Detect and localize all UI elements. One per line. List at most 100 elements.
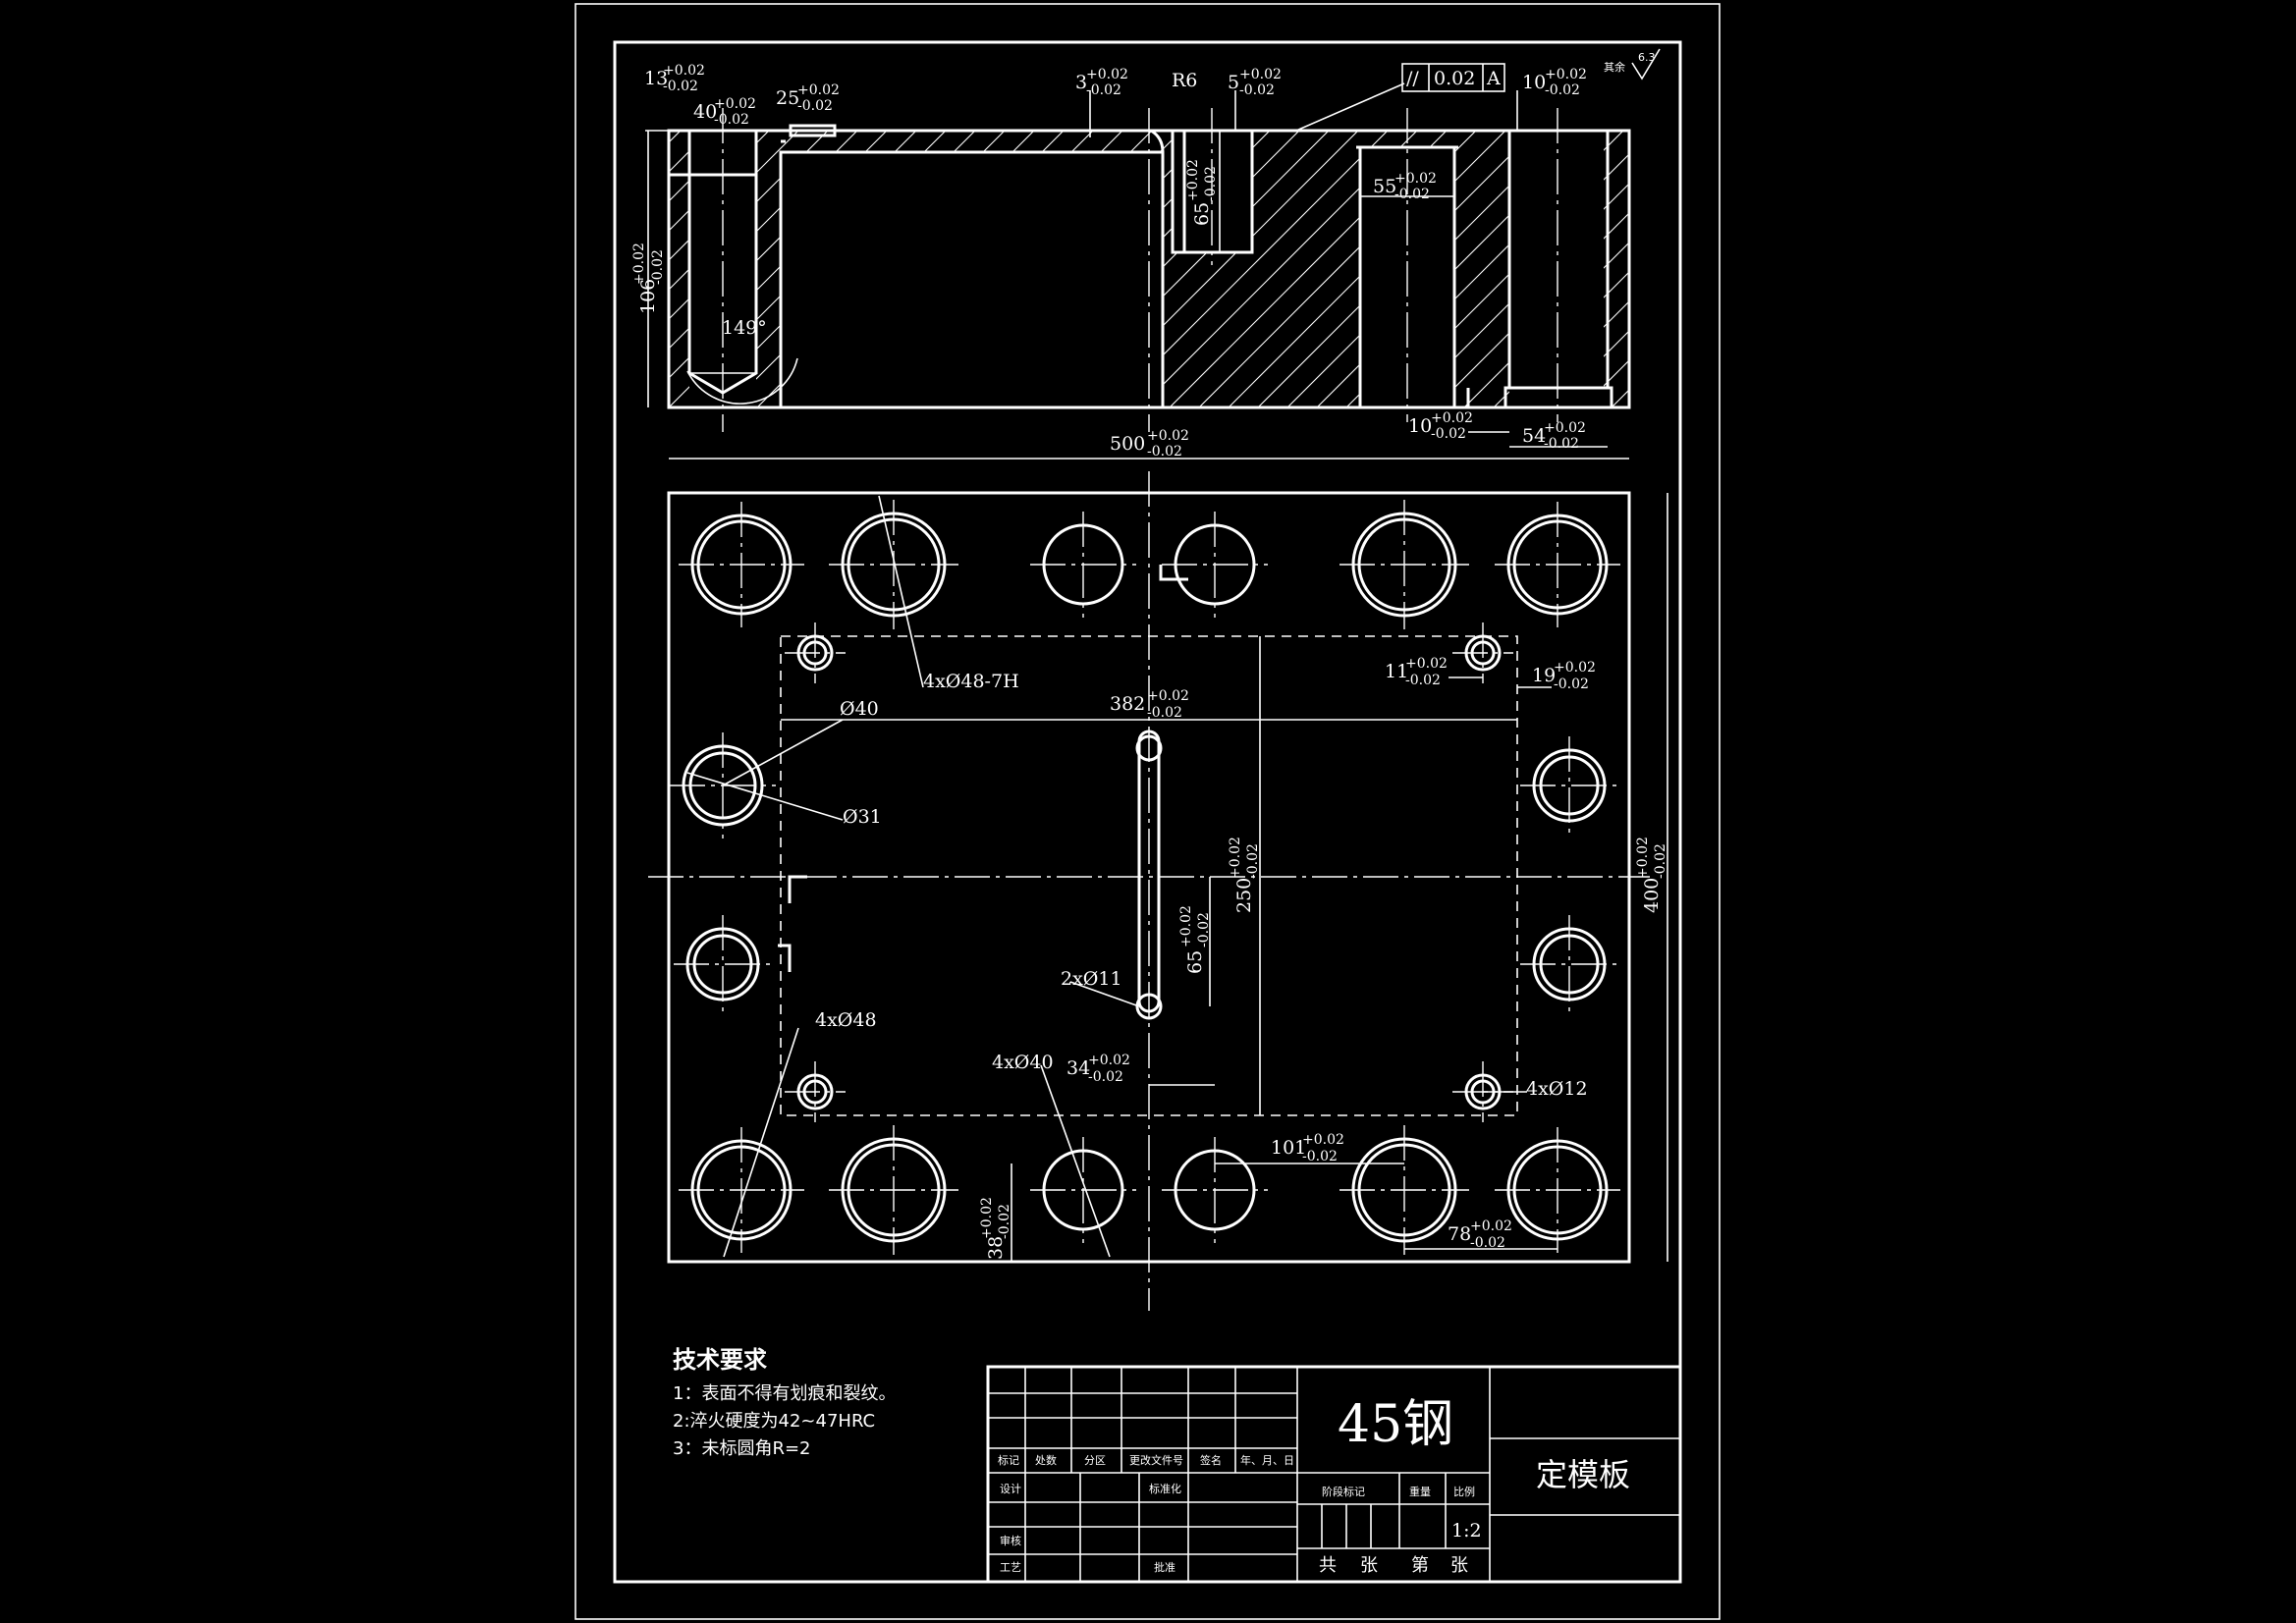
tech-item-3: 3：未标圆角R=2 (673, 1438, 811, 1459)
dim-25-tol-lo: -0.02 (797, 98, 833, 114)
dim-r6: R6 (1172, 70, 1197, 91)
dim-40-tol-up: +0.02 (714, 96, 756, 112)
roughness-icon (1631, 48, 1661, 81)
dim-11: 11 (1385, 661, 1408, 682)
tb-header-sign: 签名 (1200, 1453, 1222, 1467)
dim-13-tol-up: +0.02 (663, 63, 705, 79)
callout-11: 2xØ11 (1061, 968, 1122, 990)
hatch-line (1847, 131, 2124, 407)
dim-78-tol-lo: -0.02 (1470, 1235, 1505, 1251)
hatch-line (1759, 131, 2036, 407)
dim-400-tol-lo: -0.02 (1653, 843, 1668, 879)
dim-500: 500 (1110, 433, 1145, 455)
tb-sheet-num: 第 (1411, 1555, 1429, 1576)
callout-d40: Ø40 (840, 698, 879, 720)
sheet-outer-border (574, 3, 1721, 1620)
tb-row-review: 审核 (1000, 1534, 1021, 1547)
hatch-line (1729, 131, 2006, 407)
leader-40b (1040, 1064, 1111, 1258)
plan-dim-texts: 4xØ48-7H Ø40 Ø31 4xØ48 4xØ40 2xØ11 4xØ12… (815, 656, 1668, 1260)
tb-grid (988, 1367, 1297, 1582)
pocket-r6 (1150, 129, 1165, 153)
dim-65-plan-tol-lo: -0.02 (1196, 912, 1212, 947)
hatch-line (1936, 131, 2213, 407)
dim-382-tol-up: +0.02 (1147, 688, 1189, 704)
part-name: 定模板 (1536, 1456, 1630, 1493)
callout-48-7h: 4xØ48-7H (923, 671, 1019, 692)
slot-hole-top (1135, 734, 1163, 762)
dim-19: 19 (1532, 665, 1556, 686)
dim-382: 382 (1110, 693, 1145, 715)
dim-382-tol-lo: -0.02 (1147, 705, 1182, 721)
dim-250-tol-lo: -0.02 (1245, 843, 1261, 879)
dim-55-tol-up: +0.02 (1394, 171, 1437, 187)
leader-48 (723, 1027, 799, 1258)
dim-10-tol-up: +0.02 (1545, 67, 1587, 82)
dim-78: 78 (1448, 1223, 1471, 1245)
dim-400: 400 (1641, 878, 1663, 913)
dim-65-plan: 65 (1184, 950, 1206, 974)
right-counterbore (1503, 386, 1613, 407)
tech-item-1: 1：表面不得有划痕和裂纹。 (673, 1383, 896, 1404)
dim-3: 3 (1075, 72, 1087, 93)
dim-65-plan-tol-up: +0.02 (1178, 905, 1194, 947)
holes-group (670, 500, 1620, 1255)
dim-500-tol-lo: -0.02 (1147, 444, 1182, 460)
dim-10b: 10 (1408, 415, 1432, 437)
dim-65-section-tol-up: +0.02 (1185, 159, 1201, 201)
cavity-right-hole (1509, 131, 1604, 407)
tb-row-process: 工艺 (1000, 1561, 1021, 1574)
dim-13: 13 (644, 68, 668, 89)
dim-38: 38 (985, 1236, 1007, 1260)
dim-11-tol-lo: -0.02 (1405, 673, 1441, 688)
view-marker-left-lo (778, 944, 792, 972)
dim-13-tol-lo: -0.02 (663, 79, 698, 94)
tolerance-value: 0.02 (1434, 68, 1475, 89)
dim-5-tol-lo: -0.02 (1239, 82, 1275, 98)
dim-38-tol-lo: -0.02 (997, 1204, 1012, 1239)
tb-weight-label: 重量 (1409, 1485, 1431, 1498)
tech-requirements: 技术要求 1：表面不得有划痕和裂纹。 2:淬火硬度为42~47HRC 3：未标圆… (673, 1346, 896, 1459)
dim-34-tol-up: +0.02 (1088, 1053, 1130, 1068)
tb-header-docno: 更改文件号 (1129, 1453, 1183, 1467)
dim-3-tol-lo: -0.02 (1086, 82, 1121, 98)
dim-400-tol-up: +0.02 (1635, 837, 1651, 879)
tb-row-design: 设计 (1000, 1483, 1021, 1495)
section-dim-texts: 13 +0.02 -0.02 40 +0.02 -0.02 25 +0.02 -… (631, 48, 1661, 460)
main-pocket (779, 150, 1165, 407)
tb-sheet-unit2: 张 (1450, 1555, 1468, 1576)
dim-3-tol-up: +0.02 (1086, 67, 1128, 82)
tb-row-approve: 批准 (1154, 1560, 1175, 1574)
dim-38-tol-up: +0.02 (979, 1197, 995, 1239)
view-marker-left (788, 875, 807, 903)
dim-54-tol-up: +0.02 (1544, 420, 1586, 436)
hatch-line (1818, 131, 2095, 407)
dim-106: 106 (637, 279, 659, 314)
dim-34: 34 (1066, 1057, 1090, 1079)
hatch-line (1700, 131, 1977, 407)
callout-12: 4xØ12 (1526, 1078, 1588, 1100)
callout-d31: Ø31 (843, 806, 882, 828)
hatch-line (1641, 131, 1918, 407)
angle-arc (686, 357, 798, 405)
dim-19-tol-up: +0.02 (1554, 660, 1596, 676)
tb-sheet-unit: 张 (1360, 1555, 1378, 1576)
tb-sheet-total: 共 (1319, 1555, 1337, 1576)
leader-40 (722, 719, 844, 786)
tb-header-zone: 分区 (1084, 1454, 1106, 1467)
hatch-line (1877, 131, 2154, 407)
dim-10-tol-lo: -0.02 (1545, 82, 1580, 98)
dim-40-tol-lo: -0.02 (714, 112, 749, 128)
dim-106-tol-up: +0.02 (631, 243, 647, 285)
leader-tol (1295, 82, 1405, 132)
tech-item-2: 2:淬火硬度为42~47HRC (673, 1411, 875, 1432)
dim-5-tol-up: +0.02 (1239, 67, 1282, 82)
tb-scale-label: 比例 (1453, 1485, 1475, 1498)
dim-angle: 149° (722, 317, 767, 339)
datum-letter: A (1486, 68, 1501, 89)
dim-40: 40 (693, 101, 717, 123)
dim-34-tol-lo: -0.02 (1088, 1069, 1123, 1085)
dim-11-tol-up: +0.02 (1405, 656, 1448, 672)
callout-40: 4xØ40 (992, 1052, 1054, 1073)
